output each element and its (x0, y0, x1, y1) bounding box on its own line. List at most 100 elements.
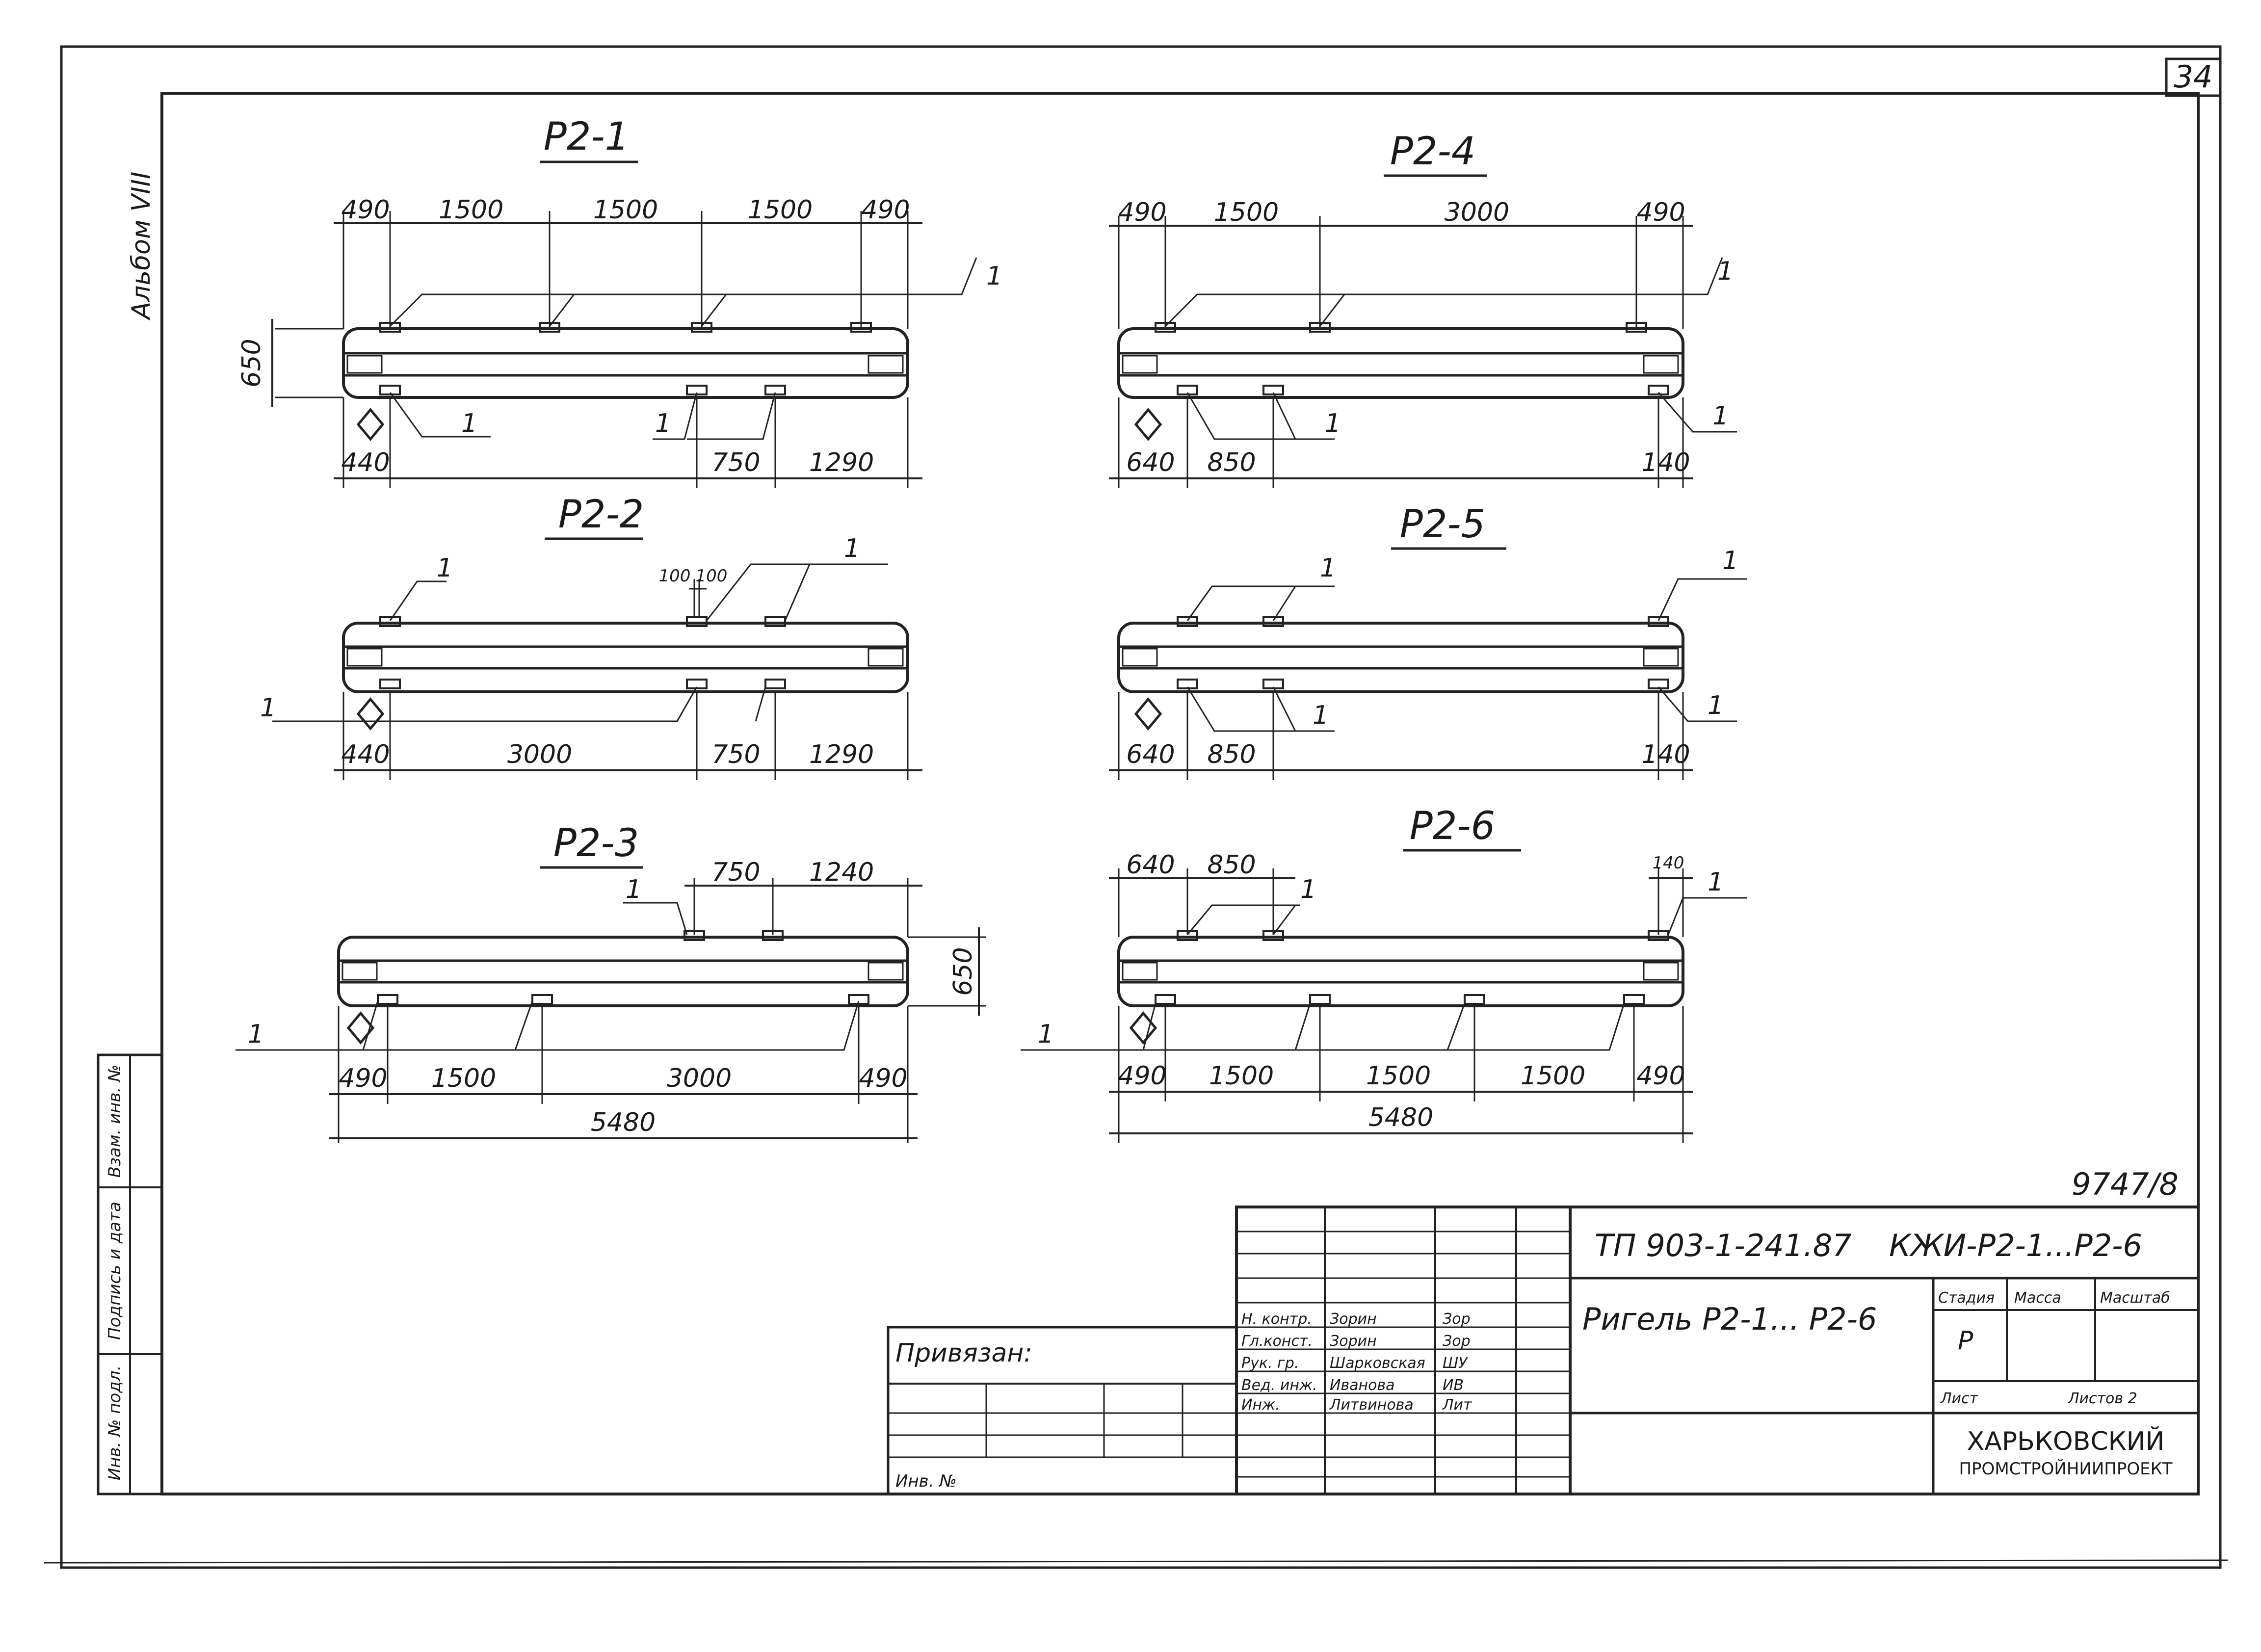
sig-name: Зорин (1330, 1333, 1377, 1350)
dim-label: 140 (1653, 853, 1684, 873)
dim-label: 1290 (809, 740, 874, 769)
dim-label: 750 (711, 740, 760, 769)
sig-role: Гл.конст. (1241, 1333, 1313, 1350)
dim-label: 3000 (667, 1064, 732, 1093)
dim-label: 850 (1207, 850, 1256, 880)
sheet-frame: 34 (44, 45, 2228, 1569)
callout-label: 1 (260, 693, 276, 723)
dim-label: 3000 (1445, 198, 1509, 227)
sig-name: Зорин (1330, 1311, 1377, 1328)
album-label: Альбом VIII (127, 172, 156, 321)
dim-label: 100 (659, 566, 691, 586)
scale-label: Масштаб (2100, 1289, 2170, 1307)
sig-mark: ИВ (1443, 1377, 1464, 1394)
sig-name: Литвинова (1329, 1396, 1414, 1414)
sig-mark: Зор (1443, 1333, 1471, 1350)
callout-label: 1 (1038, 1020, 1054, 1049)
dim-label: 1500 (439, 195, 503, 225)
callout-label: 1 (655, 409, 671, 438)
dim-label: 5480 (591, 1108, 656, 1137)
inv-label: Инв. № (895, 1471, 957, 1491)
dim-label: 650 (237, 339, 266, 387)
dim-label: 640 (1126, 740, 1175, 769)
sig-role: Вед. инж. (1241, 1377, 1317, 1394)
dim-label: 1500 (1209, 1061, 1274, 1091)
org-name-line2: ПРОМСТРОЙНИИПРОЕКТ (1959, 1459, 2172, 1479)
beam-p2-4: Р2-4 490 1500 3000 490 1 1 1 (1109, 130, 1737, 488)
beam-p2-1: Р2-1 490 1500 1500 1500 490 650 440 750 (237, 115, 1002, 488)
sheet-number: 34 (2174, 59, 2213, 95)
sig-role: Н. контр. (1241, 1311, 1312, 1328)
title-block: Привязан: Инв. № Н. контр. Зорин Зор Гл.… (887, 1206, 2200, 1495)
dim-label: 490 (1636, 1061, 1685, 1091)
dim-label: 850 (1207, 448, 1256, 477)
beam-title: Р2-4 (1390, 130, 1475, 174)
dim-label: 1500 (1521, 1061, 1585, 1091)
sig-role: Рук. гр. (1241, 1355, 1299, 1372)
sheet-label: Лист (1940, 1390, 1979, 1407)
callout-label: 1 (1300, 875, 1316, 904)
dim-label: 1500 (431, 1064, 496, 1093)
left-stamp-strip: Взам. инв. № Подпись и дата Инв. № подл. (97, 1053, 163, 1495)
stamp-sign-date: Подпись и дата (105, 1202, 125, 1340)
callout-label: 1 (437, 553, 453, 583)
dim-label: 640 (1126, 448, 1175, 477)
beam-title: Р2-3 (553, 821, 639, 865)
beam-p2-3: Р2-3 750 1240 1 650 1 (236, 821, 986, 1143)
doc-code: ТП 903-1-241.87 (1595, 1228, 1852, 1263)
beam-title: Р2-2 (558, 493, 644, 537)
stamp-inv-orig: Инв. № подл. (105, 1365, 125, 1481)
callout-label: 1 (248, 1020, 264, 1049)
sig-mark: Зор (1443, 1311, 1471, 1328)
callout-label: 1 (1708, 691, 1724, 720)
callout-label: 1 (1708, 867, 1724, 897)
dim-label: 3000 (507, 740, 572, 769)
callout-label: 1 (1320, 553, 1336, 583)
dim-label: 750 (711, 448, 760, 477)
sig-role: Инж. (1241, 1396, 1280, 1414)
mass-label: Масса (2014, 1289, 2061, 1307)
callout-label: 1 (1722, 546, 1738, 576)
sig-mark: ШУ (1443, 1355, 1468, 1372)
beam-title: Р2-5 (1400, 502, 1485, 547)
callout-label: 1 (1325, 409, 1341, 438)
dim-label: 490 (339, 1064, 387, 1093)
dim-label: 1240 (809, 858, 874, 887)
dim-label: 490 (1118, 1061, 1166, 1091)
callout-label: 1 (986, 262, 1002, 291)
dim-label: 750 (711, 858, 760, 887)
stamp-replace-inv: Взам. инв. № (105, 1065, 125, 1178)
dim-label: 100 (696, 566, 728, 586)
dim-label: 1290 (809, 448, 874, 477)
org-name-line1: ХАРЬКОВСКИЙ (1967, 1426, 2165, 1456)
sig-mark: Лит (1442, 1396, 1472, 1414)
stage-value: Р (1958, 1326, 1973, 1356)
callout-label: 1 (844, 534, 860, 563)
callout-label: 1 (1313, 701, 1329, 730)
sig-name: Иванова (1330, 1377, 1395, 1394)
archive-number: 9747/8 (2072, 1166, 2179, 1202)
dim-label: 440 (341, 448, 390, 477)
dim-label: 640 (1126, 850, 1175, 880)
dim-label: 490 (341, 195, 390, 225)
callout-label: 1 (1717, 257, 1734, 286)
dim-label: 440 (341, 740, 390, 769)
dim-label: 1500 (1214, 198, 1279, 227)
dim-label: 850 (1207, 740, 1256, 769)
dim-label: 490 (1118, 198, 1166, 227)
dim-label: 650 (948, 947, 978, 996)
beam-p2-6: Р2-6 640 850 140 1 1 1 (1021, 804, 1747, 1143)
callout-label: 1 (1712, 401, 1729, 431)
dim-label: 1500 (1366, 1061, 1431, 1091)
beam-title: Р2-1 (544, 115, 629, 159)
callout-label: 1 (461, 409, 477, 438)
beam-p2-2: Р2-2 100 100 1 1 1 440 (260, 493, 922, 780)
sig-name: Шарковская (1330, 1355, 1425, 1372)
dim-label: 5480 (1368, 1103, 1433, 1132)
doc-title: Ригель Р2-1... Р2-6 (1582, 1301, 1877, 1337)
beam-title: Р2-6 (1410, 804, 1495, 848)
dim-label: 140 (1641, 740, 1690, 769)
dim-label: 490 (859, 1064, 907, 1093)
sheets-label: Листов 2 (2068, 1390, 2137, 1407)
